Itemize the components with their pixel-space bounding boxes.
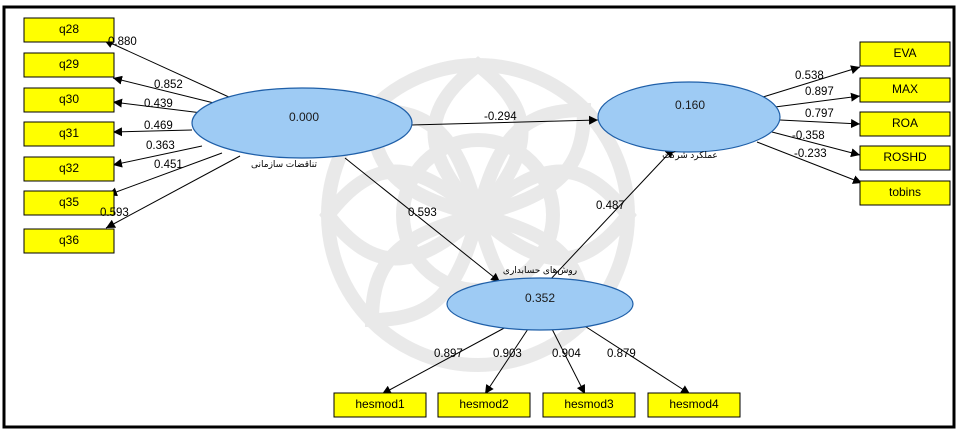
arrow-acc-hesmod2: [484, 328, 529, 395]
svg-text:tobins: tobins: [889, 185, 921, 199]
path-org-to-acc: [344, 157, 501, 283]
loading-roa: 0.797: [805, 108, 834, 120]
path-org-to-perf: [410, 115, 599, 126]
svg-text:MAX: MAX: [892, 82, 918, 96]
indicator-q35: q35: [23, 190, 115, 216]
arrow-perf-eva: [762, 65, 861, 98]
arrow-perf-roshd: [771, 131, 861, 158]
indicator-hesmod2: hesmod2: [437, 392, 531, 418]
indicator-tobins: tobins: [859, 180, 951, 206]
indicator-q30: q30: [23, 87, 115, 113]
svg-text:q35: q35: [59, 195, 79, 209]
arrow-org-q36: [105, 155, 241, 229]
loading-tobins: -0.233: [794, 148, 827, 160]
arrow-org-q32: [112, 145, 203, 168]
svg-text:روش‌های حسابداری: روش‌های حسابداری: [503, 265, 577, 275]
svg-text:0.160: 0.160: [675, 98, 705, 112]
svg-text:q28: q28: [59, 22, 79, 36]
latent-firm-performance: 0.160 عملکرد شرکت: [597, 81, 781, 160]
svg-text:hesmod2: hesmod2: [459, 397, 509, 411]
loading-q29: 0.852: [154, 79, 183, 91]
svg-text:hesmod3: hesmod3: [564, 397, 614, 411]
arrow-acc-hesmod1: [381, 325, 509, 395]
arrow-acc-hesmod3: [551, 328, 586, 395]
loading-hesmod1: 0.897: [434, 348, 463, 360]
indicator-hesmod3: hesmod3: [542, 392, 636, 418]
svg-text:تناقضات سازمانی: تناقضات سازمانی: [251, 159, 317, 169]
path-acc-to-perf: [547, 147, 675, 283]
arrow-perf-max: [774, 92, 861, 108]
svg-text:عملکرد شرکت: عملکرد شرکت: [662, 150, 718, 160]
loading-roshd: -0.358: [792, 130, 825, 142]
loading-q30: 0.439: [144, 98, 173, 110]
indicator-roshd: ROSHD: [859, 145, 951, 171]
loading-q32: 0.363: [146, 140, 175, 152]
svg-text:q29: q29: [59, 57, 79, 71]
indicator-q28: q28: [23, 17, 115, 43]
arrow-perf-tobins: [756, 141, 863, 184]
svg-text:ROSHD: ROSHD: [883, 150, 927, 164]
svg-text:q32: q32: [59, 161, 79, 175]
loading-hesmod3: 0.904: [552, 348, 581, 360]
indicator-hesmod1: hesmod1: [333, 392, 427, 418]
latent-org-contradictions: 0.000 تناقضات سازمانی: [191, 87, 413, 169]
svg-text:q30: q30: [59, 92, 79, 106]
svg-text:0.352: 0.352: [525, 291, 555, 305]
indicator-eva: EVA: [859, 41, 951, 67]
coef-org-to-perf: -0.294: [484, 111, 517, 123]
indicator-max: MAX: [859, 77, 951, 103]
indicator-q36: q36: [23, 228, 115, 254]
indicator-roa: ROA: [859, 111, 951, 137]
svg-text:0.000: 0.000: [289, 110, 319, 124]
indicator-q29: q29: [23, 52, 115, 78]
arrow-org-q35: [107, 152, 223, 197]
arrow-org-q30: [112, 98, 203, 114]
loading-hesmod2: 0.903: [493, 348, 522, 360]
indicator-q31: q31: [23, 121, 115, 147]
loading-q35: 0.451: [154, 159, 183, 171]
svg-text:hesmod1: hesmod1: [355, 397, 405, 411]
indicator-hesmod4: hesmod4: [647, 392, 741, 418]
arrow-perf-roa: [779, 119, 861, 129]
coef-org-to-acc: 0.593: [408, 207, 437, 219]
svg-text:hesmod4: hesmod4: [669, 397, 719, 411]
loading-max: 0.897: [805, 86, 834, 98]
arrow-acc-hesmod4: [579, 322, 691, 395]
loading-q28: 0.880: [108, 36, 137, 48]
loading-q36: 0.593: [100, 207, 129, 219]
arrow-org-q31: [112, 127, 193, 137]
arrow-org-q29: [112, 75, 223, 106]
loading-hesmod4: 0.879: [607, 348, 636, 360]
indicator-q32: q32: [23, 156, 115, 182]
latent-accounting-methods: 0.352 روش‌های حسابداری: [446, 265, 634, 331]
svg-text:ROA: ROA: [892, 116, 918, 130]
svg-text:q31: q31: [59, 126, 79, 140]
svg-text:EVA: EVA: [893, 46, 916, 60]
svg-text:q36: q36: [59, 233, 79, 247]
loading-eva: 0.538: [795, 70, 824, 82]
arrow-org-q28: [103, 39, 243, 104]
loading-q31: 0.469: [144, 120, 173, 132]
coef-acc-to-perf: 0.487: [596, 200, 625, 212]
